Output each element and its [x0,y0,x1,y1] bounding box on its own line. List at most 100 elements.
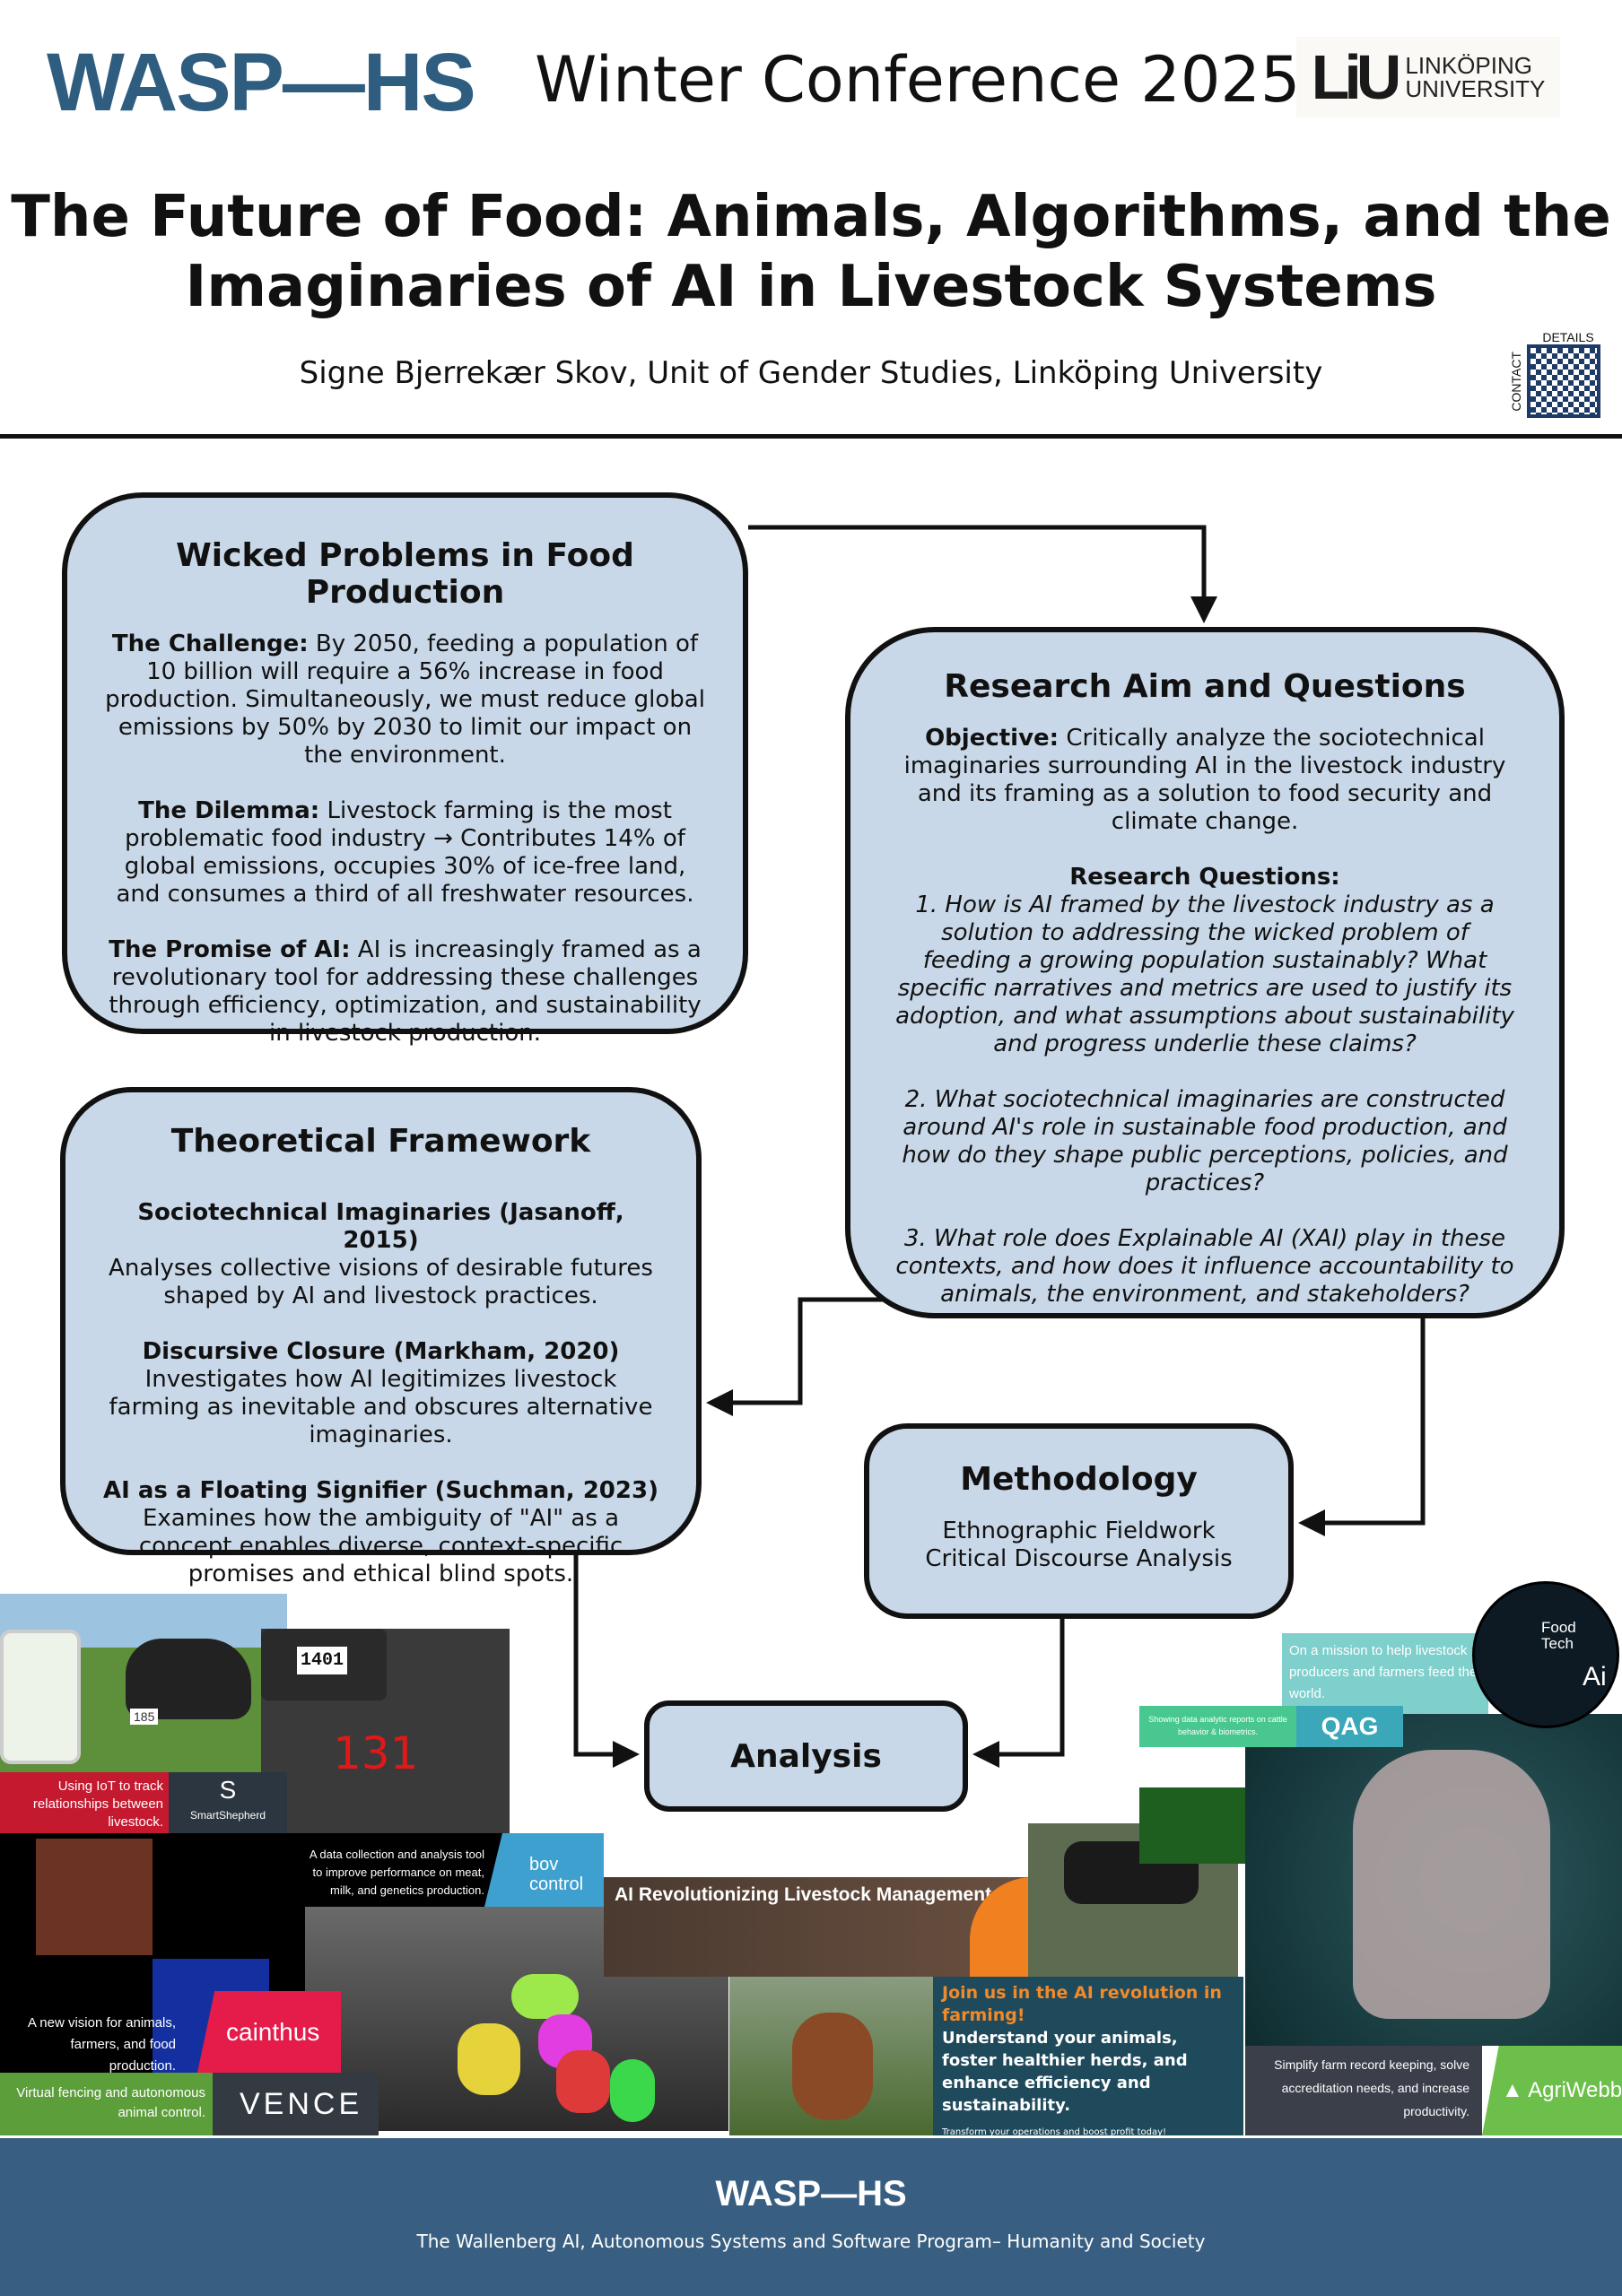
segmented-pig [556,2050,610,2113]
wasp-hs-logo: WASP—HS [47,37,476,128]
liu-logo-line2: UNIVERSITY [1405,75,1546,102]
methodology-item: Ethnographic Fieldwork [942,1518,1216,1544]
framework-item-text: Examines how the ambiguity of "AI" as a … [138,1505,624,1587]
join-headline: Join us in the AI revolution in farming! [942,1983,1222,2025]
author-line: Signe Bjerrekær Skov, Unit of Gender Stu… [299,355,1323,391]
vence-logo: VENCE [213,2073,379,2135]
foodtech-ai: Ai [1583,1662,1607,1692]
arrow-research-to-methodology [1298,1318,1426,1536]
bovcontrol-brand: bov control [484,1833,604,1907]
bovcontrol-text: A data collection and analysis tool to i… [309,1848,484,1897]
qr-code-icon[interactable] [1527,344,1600,418]
smartshepherd-logo: S SmartShepherd [169,1772,287,1833]
research-aim-box: Research Aim and Questions Objective: Cr… [845,627,1565,1318]
arrow-framework-to-analysis [573,1555,640,1768]
calf [792,2013,873,2120]
vence-text: Virtual fencing and autonomous animal co… [16,2085,205,2120]
mission-text: On a mission to help livestock producers… [1289,1643,1478,1701]
promise-text: AI is increasingly framed as a revolutio… [109,936,702,1047]
footer-logo: WASP—HS [715,2174,907,2213]
qag-banner: Showing data analytic reports on cattle … [1139,1706,1403,1747]
qag-text: Showing data analytic reports on cattle … [1148,1715,1287,1736]
header-divider [0,434,1622,439]
analysis-heading: Analysis [730,1738,882,1775]
research-heading: Research Aim and Questions [944,668,1466,705]
segmented-pig [511,1974,579,2019]
foodtech-line2: Tech [1541,1635,1574,1652]
arrow-methodology-to-analysis [972,1619,1065,1768]
poster-title-line1: The Future of Food: Animals, Algorithms,… [11,184,1611,250]
cainthus-brand: cainthus [226,2018,320,2046]
mission-banner: On a mission to help livestock producers… [1282,1633,1488,1714]
research-question: 2. What sociotechnical imaginaries are c… [902,1086,1508,1196]
qag-brand: QAG [1296,1706,1403,1747]
cow-tag: 185 [130,1709,159,1725]
join-small: Transform your operations and boost prof… [942,2127,1167,2135]
challenge-label: The Challenge: [111,631,309,657]
agriwebb-brand: AgriWebb [1528,2078,1622,2102]
smartshepherd-image: 185 [0,1594,287,1773]
research-question: 3. What role does Explainable AI (XAI) p… [895,1225,1514,1308]
framework-heading: Theoretical Framework [170,1123,591,1160]
liu-logo-mark: LiU [1311,42,1402,112]
flow-arrows [573,525,1426,1768]
dilemma-text: Livestock farming is the most problemati… [116,797,694,908]
cainthus-text: A new vision for animals, farmers, and f… [27,2015,176,2073]
pig-pen-photo [36,1839,153,1955]
qr-details-label: DETAILS [1542,330,1594,344]
rq-heading: Research Questions: [1069,864,1340,891]
framework-item-title: AI as a Floating Signifier (Suchman, 202… [103,1477,658,1504]
vence-brand: VENCE [240,2087,363,2121]
promise-label: The Promise of AI: [109,936,351,963]
agriwebb-banner: Simplify farm record keeping, solve accr… [1245,2046,1482,2135]
research-question: 1. How is AI framed by the livestock ind… [895,891,1514,1057]
wicked-heading: Wicked Problems in Food Production [176,537,634,611]
segmented-pig [610,2059,655,2122]
counter-display: 1401 [297,1647,348,1674]
cattle-scan-image [1139,1787,1245,1864]
conference-title: Winter Conference 2025 [535,43,1301,117]
agriwebb-a-icon: ▲ [1502,2078,1529,2102]
smartshepherd-brand: SmartShepherd [189,1809,266,1822]
agriwebb-text: Simplify farm record keeping, solve accr… [1274,2057,1469,2118]
foodtech-line1: Food [1541,1619,1576,1636]
smartshepherd-text: Using IoT to track relationships between… [32,1779,163,1830]
footer: WASP—HS The Wallenberg AI, Autonomous Sy… [0,2138,1622,2296]
analysis-box: Analysis [644,1700,968,1812]
framework-item-text: Analyses collective visions of desirable… [109,1255,653,1309]
methodology-item: Critical Discourse Analysis [925,1545,1233,1572]
digital-cow [1353,1750,1550,2019]
join-us-banner: Join us in the AI revolution in farming!… [933,1977,1243,2135]
methodology-heading: Methodology [960,1461,1198,1498]
bovcontrol-banner: A data collection and analysis tool to i… [305,1833,604,1907]
ai-revolution-banner: AI Revolutionizing Livestock Management [604,1877,1033,1977]
arrow-wicked-to-research [748,525,1217,623]
theoretical-framework-box: Theoretical Framework Sociotechnical Ima… [60,1087,702,1587]
counter-device: 1401 [261,1629,387,1700]
cainthus-logo: cainthus [197,1991,341,2073]
framework-item-title: Sociotechnical Imaginaries (Jasanoff, 20… [137,1199,624,1254]
join-sub: Understand your animals, foster healthie… [942,2029,1188,2115]
footer-subtitle: The Wallenberg AI, Autonomous Systems an… [416,2231,1206,2252]
segmented-pig [458,2023,520,2095]
framework-item-title: Discursive Closure (Markham, 2020) [142,1338,620,1365]
agriwebb-logo: ▲ AgriWebb [1482,2046,1622,2135]
cow-icon [126,1639,251,1719]
pig-count: 131 [333,1727,419,1779]
framework-item-text: Investigates how AI legitimizes livestoc… [109,1366,653,1448]
objective-text: Critically analyze the sociotechnical im… [903,725,1506,835]
vence-banner: Virtual fencing and autonomous animal co… [0,2073,213,2135]
poster-title-line2: Imaginaries of AI in Livestock Systems [185,254,1437,320]
research-questions: 1. How is AI framed by the livestock ind… [895,891,1514,1309]
challenge-text: By 2050, feeding a population of 10 bill… [105,631,705,769]
contact-qr[interactable]: DETAILS CONTACT [1509,330,1608,418]
digital-cow-image [1245,1714,1622,2046]
calf-photo [729,1977,933,2135]
liu-logo-line1: LINKÖPING [1405,52,1532,79]
smartshepherd-banner: Using IoT to track relationships between… [0,1772,169,1833]
objective-label: Objective: [925,725,1060,752]
smartshepherd-s-icon: S [219,1776,237,1804]
